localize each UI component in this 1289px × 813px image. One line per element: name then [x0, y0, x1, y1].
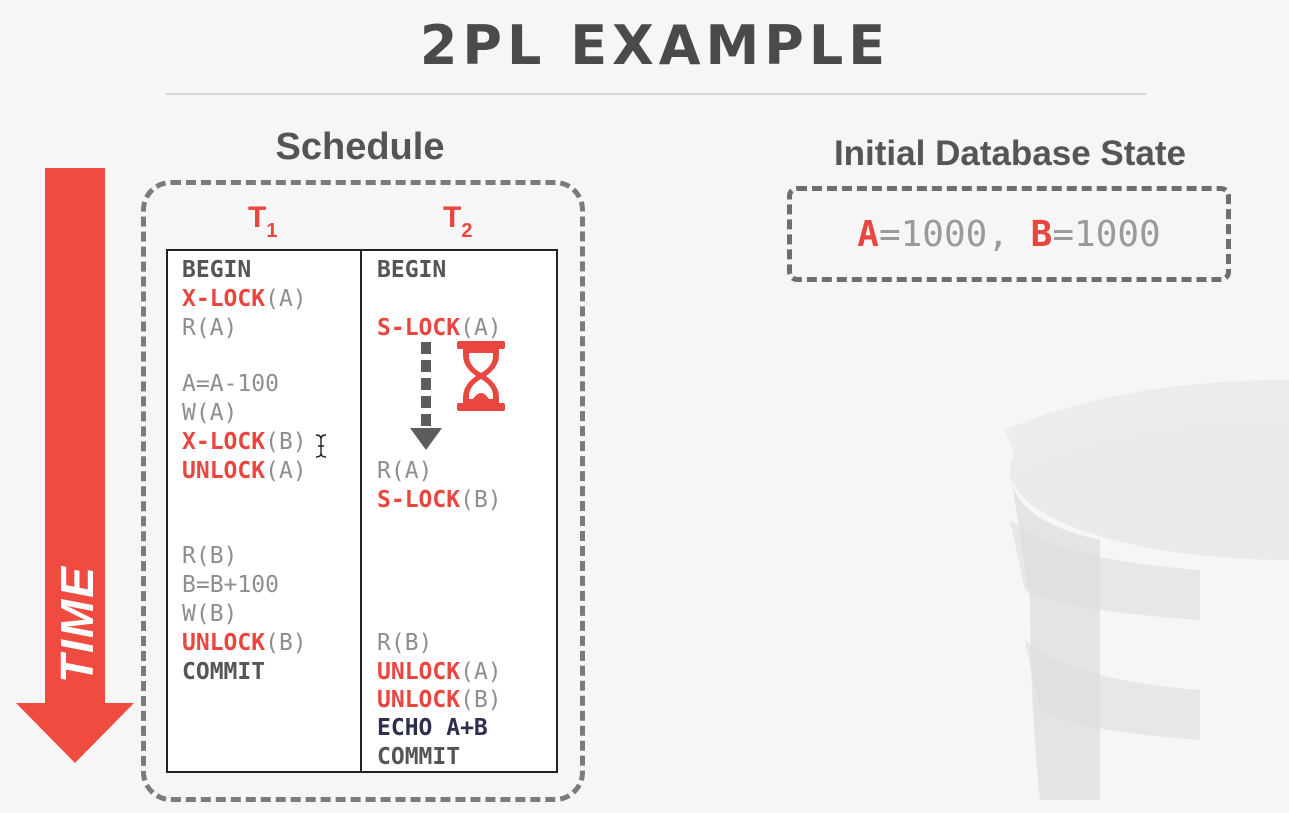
t1-xlock-a: X-LOCK(A) [182, 286, 307, 312]
schedule-table [166, 249, 558, 773]
t2-unlock-a: UNLOCK(A) [377, 659, 502, 685]
t1-read-a: R(A) [182, 315, 238, 341]
title-divider [166, 93, 1146, 95]
t2-unlock-b: UNLOCK(B) [377, 687, 502, 713]
t2-header: T2 [443, 201, 473, 242]
t2-slock-a: S-LOCK(A) [377, 315, 502, 341]
t2-read-b: R(B) [377, 630, 433, 656]
down-arrow-icon: TIME [16, 168, 134, 763]
schedule-heading: Schedule [275, 126, 445, 168]
time-label: TIME [51, 565, 103, 683]
t2-begin: BEGIN [377, 257, 447, 283]
t1-xlock-b: X-LOCK(B) [182, 429, 307, 455]
t1-begin: BEGIN [182, 257, 252, 283]
t1-calc-a: A=A-100 [182, 371, 279, 397]
t2-slock-b: S-LOCK(B) [377, 487, 502, 513]
t2-commit: COMMIT [377, 744, 461, 770]
hourglass-icon [457, 341, 505, 411]
db-state-values: A=1000, B=1000 [857, 214, 1161, 255]
dashed-down-arrow-icon [410, 342, 442, 450]
t1-unlock-b: UNLOCK(B) [182, 630, 307, 656]
t2-read-a: R(A) [377, 458, 433, 484]
slide-title: 2PL EXAMPLE [419, 14, 891, 77]
t1-write-b: W(B) [182, 601, 238, 627]
text-cursor-icon [315, 434, 327, 458]
column-divider [360, 249, 362, 773]
schedule-box [141, 180, 585, 802]
state-heading: Initial Database State [833, 134, 1187, 173]
t1-read-b: R(B) [182, 543, 238, 569]
t1-commit: COMMIT [182, 659, 266, 685]
t1-write-a: W(A) [182, 400, 238, 426]
t1-calc-b: B=B+100 [182, 572, 279, 598]
t2-echo: ECHO A+B [377, 715, 488, 741]
state-box [787, 186, 1231, 282]
t1-header: T1 [248, 201, 278, 242]
t1-unlock-a: UNLOCK(A) [182, 458, 307, 484]
